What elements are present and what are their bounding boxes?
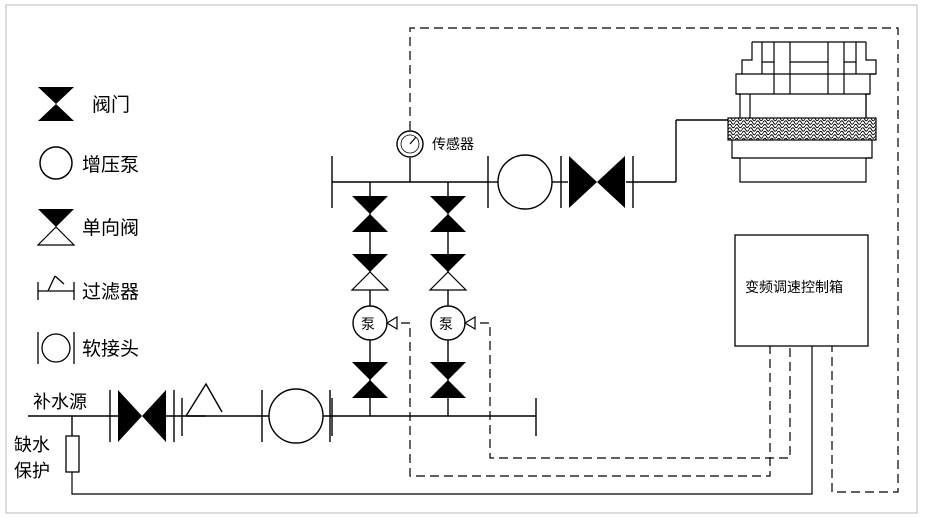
legend-filter-label: 过滤器 bbox=[82, 281, 139, 303]
water-shortage-label-1: 缺水 bbox=[14, 435, 50, 456]
legend-check-valve-icon bbox=[38, 209, 74, 227]
legend-valve-icon bbox=[38, 87, 74, 121]
pump-branch-1: 泵 bbox=[350, 196, 398, 398]
legend-booster-pump-label: 增压泵 bbox=[82, 154, 139, 176]
water-shortage-sensor bbox=[65, 435, 80, 473]
legend-soft-joint-label: 软接头 bbox=[82, 338, 139, 360]
control-lines bbox=[387, 27, 899, 493]
water-shortage-label-2: 保护 bbox=[14, 461, 50, 482]
shortage-signal-line bbox=[71, 346, 813, 495]
control-box bbox=[734, 234, 869, 347]
branch2-valve-top bbox=[430, 196, 466, 232]
outlet-soft-joint bbox=[497, 154, 553, 210]
water-supply-label: 补水源 bbox=[33, 392, 87, 413]
cooling-tower bbox=[727, 41, 877, 183]
legend-check-valve-label: 单向阀 bbox=[82, 217, 139, 239]
sensor-label: 传感器 bbox=[432, 136, 474, 153]
legend-valve-label: 阀门 bbox=[92, 94, 130, 116]
branch1-valve-top bbox=[352, 196, 388, 232]
outer-border bbox=[5, 4, 918, 514]
pump-1-label: 泵 bbox=[361, 317, 375, 333]
inlet-filter bbox=[181, 382, 223, 436]
main-piping bbox=[28, 119, 728, 436]
branch2-valve-bottom bbox=[430, 362, 466, 398]
pressure-gauge-icon bbox=[396, 130, 424, 158]
legend-booster-pump-icon bbox=[39, 146, 73, 180]
branch2-check-valve bbox=[430, 254, 466, 272]
branch1-valve-bottom bbox=[352, 362, 388, 398]
outlet-valve bbox=[560, 156, 634, 208]
branch1-check-valve bbox=[352, 254, 388, 272]
inlet-soft-joint bbox=[261, 388, 331, 444]
legend-filter-icon bbox=[37, 275, 75, 300]
inlet-valve bbox=[109, 390, 175, 442]
legend-soft-joint-icon bbox=[37, 332, 75, 364]
pump-2-label: 泵 bbox=[439, 317, 453, 333]
pump-branch-2: 泵 bbox=[428, 196, 476, 398]
control-box-label: 变频调速控制箱 bbox=[745, 280, 843, 296]
legend: 阀门 增压泵 单向阀 过滤器 软接头 bbox=[36, 87, 139, 364]
